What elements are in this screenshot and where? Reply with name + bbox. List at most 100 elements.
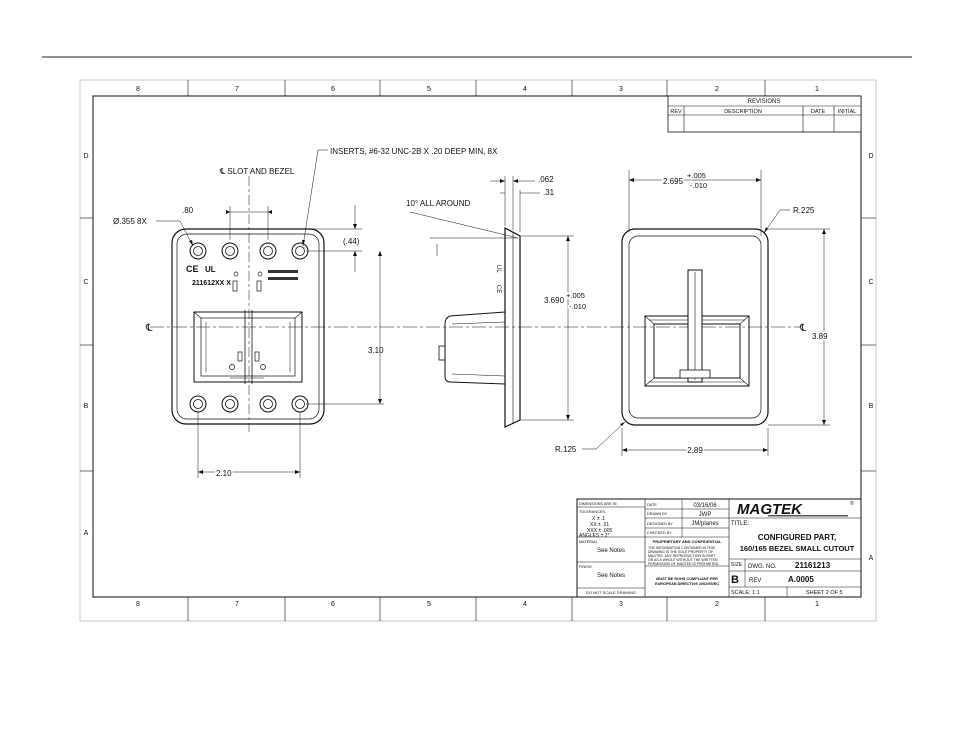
- do-not-scale: DO NOT SCALE DRAWING: [586, 590, 636, 595]
- back-part-label: 211612XX X: [192, 280, 231, 287]
- zone-num-top: 4: [523, 86, 527, 93]
- back-holes-top: [189, 242, 309, 260]
- zone-numbers-top: 8 7 6 5 4 3 2 1: [136, 86, 819, 93]
- dwg-no-label: DWG. NO.: [748, 564, 777, 570]
- ul-mark: UL: [205, 265, 216, 274]
- side-tol-minus: -.010: [569, 302, 586, 311]
- dim-389: 3.89: [812, 332, 828, 341]
- zone-letter-right: A: [869, 555, 874, 562]
- side-view: UL CE 10° ALL AROUND .062 .31 3.690 +.00…: [406, 175, 588, 428]
- proprietary-title: PROPRIETARY AND CONFIDENTIAL: [653, 539, 722, 544]
- proprietary-line-3: MAGTEK. ANY REPRODUCTION IN PART: [648, 554, 716, 558]
- zone-letter-right: D: [868, 153, 873, 160]
- date-value: 03/16/06: [693, 503, 717, 509]
- proprietary-line-4: OR AS A WHOLE WITHOUT THE WRITTEN: [648, 558, 718, 562]
- back-outer-outline: [171, 228, 325, 425]
- title-block: DIMENSIONS ARE IN TOLERANCES: X ± .1 XX …: [576, 498, 862, 598]
- drawn-by-value: JWP: [699, 512, 712, 518]
- zone-num-bottom: 6: [331, 601, 335, 608]
- material-label: MATERIAL: [579, 540, 598, 544]
- inner-frame: [92, 95, 862, 598]
- zone-num-top: 3: [619, 86, 623, 93]
- inserts-note: INSERTS, #6-32 UNC-2B X .20 DEEP MIN, 8X: [330, 147, 498, 156]
- zone-letters-left: D C B A: [83, 153, 88, 537]
- tolerances-text: TOLERANCES:: [579, 510, 606, 514]
- front-inner-outline: [628, 235, 762, 419]
- zone-ticks: [80, 80, 876, 621]
- hole-diameter-note: Ø.355 8X: [113, 217, 147, 226]
- initial-col-header: INITIAL: [838, 109, 857, 115]
- sheet-text: SHEET 2 OF 5: [806, 590, 843, 596]
- scale-text: SCALE: 1:1: [731, 590, 760, 596]
- tol-angles: ANGLES ± 2°: [579, 533, 610, 539]
- dim-2695: 2.695: [663, 177, 684, 186]
- back-cl-mark: ℄: [145, 323, 153, 334]
- proprietary-line-5: PERMISSION OF MAGTEK IS PROHIBITED.: [648, 562, 719, 566]
- zone-num-top: 2: [715, 86, 719, 93]
- dim-80: .80: [182, 206, 194, 215]
- revisions-block: REVISIONS REV DESCRIPTION DATE INITIAL: [667, 95, 862, 133]
- side-body: [444, 311, 506, 385]
- dim-310: 3.10: [368, 346, 384, 355]
- drawn-by-label: DRAWN BY: [647, 512, 668, 516]
- side-ce-mark: CE: [495, 285, 501, 293]
- zone-numbers-bottom: 8 7 6 5 4 3 2 1: [136, 601, 819, 608]
- finish-label: FINISH: [579, 565, 592, 569]
- zone-letter-right: C: [868, 279, 873, 286]
- date-label: DATE: [647, 503, 657, 507]
- radius-125: R.125: [555, 445, 577, 454]
- description-col-header: DESCRIPTION: [724, 109, 762, 115]
- front-cl-mark: ℄: [799, 323, 807, 334]
- proprietary-line-2: DRAWING IS THE SOLE PROPERTY OF: [648, 550, 713, 554]
- brand-logo: MAGTEK: [737, 501, 803, 518]
- zone-num-bottom: 2: [715, 601, 719, 608]
- zone-letter-left: D: [83, 153, 88, 160]
- tol-xx: XX ± .01: [590, 522, 609, 528]
- dim-062: .062: [538, 175, 554, 184]
- size-label: SIZE: [731, 562, 743, 568]
- dim-3690: 3.690: [544, 296, 565, 305]
- zone-num-bottom: 5: [427, 601, 431, 608]
- zone-num-bottom: 3: [619, 601, 623, 608]
- checked-by-label: CHECKED BY: [647, 531, 672, 535]
- front-tol-minus: -.010: [690, 181, 707, 190]
- dims-label: DIMENSIONS ARE IN: [579, 502, 617, 506]
- back-view: CE UL 211612XX X .80 Ø.355 8X: [113, 147, 498, 480]
- side-ul-mark: UL: [495, 265, 501, 273]
- zone-letter-left: B: [84, 403, 89, 410]
- zone-num-bottom: 4: [523, 601, 527, 608]
- zone-num-top: 8: [136, 86, 140, 93]
- rohs-line-2: EUROPEAN DIRECTIVE 2002/95/EC: [655, 582, 719, 586]
- back-cavity-inner: [200, 317, 296, 377]
- tol-x: X ± .1: [592, 516, 605, 522]
- zone-letter-right: B: [869, 403, 874, 410]
- dim-31: .31: [543, 188, 555, 197]
- proprietary-line-1: THE INFORMATION CONTAINED IN THIS: [648, 546, 716, 550]
- material-value: See Notes: [597, 548, 625, 554]
- zone-num-bottom: 1: [815, 601, 819, 608]
- front-outer-outline: [621, 228, 769, 426]
- zone-num-top: 6: [331, 86, 335, 93]
- rohs-line-1: MUST BE ROHS COMPLIANT PER: [656, 577, 718, 581]
- dwg-no-value: 21161213: [795, 561, 831, 570]
- side-tol-plus: +.005: [566, 291, 585, 300]
- finish-value: See Notes: [597, 573, 625, 579]
- zone-letter-left: C: [83, 279, 88, 286]
- brand-mark: ®: [850, 500, 854, 507]
- radius-225: R.225: [793, 206, 815, 215]
- tol-xxx: XXX ± .005: [587, 528, 612, 534]
- revisions-title: REVISIONS: [748, 99, 781, 105]
- title-line-2: 160/165 BEZEL SMALL CUTOUT: [740, 544, 855, 553]
- zone-num-top: 1: [815, 86, 819, 93]
- zone-letters-right: D C B A: [868, 153, 873, 562]
- designed-by-value: JM/planes: [691, 521, 718, 527]
- fine-print-1: [268, 270, 298, 273]
- zone-num-top: 5: [427, 86, 431, 93]
- rev-value: A.0005: [788, 575, 814, 584]
- dim-289: 2.89: [687, 446, 703, 455]
- back-inner-outline: [176, 233, 320, 420]
- zone-num-bottom: 8: [136, 601, 140, 608]
- angle-note: 10° ALL AROUND: [406, 199, 470, 208]
- front-tol-plus: +.005: [687, 171, 706, 180]
- ce-mark: CE: [186, 264, 199, 274]
